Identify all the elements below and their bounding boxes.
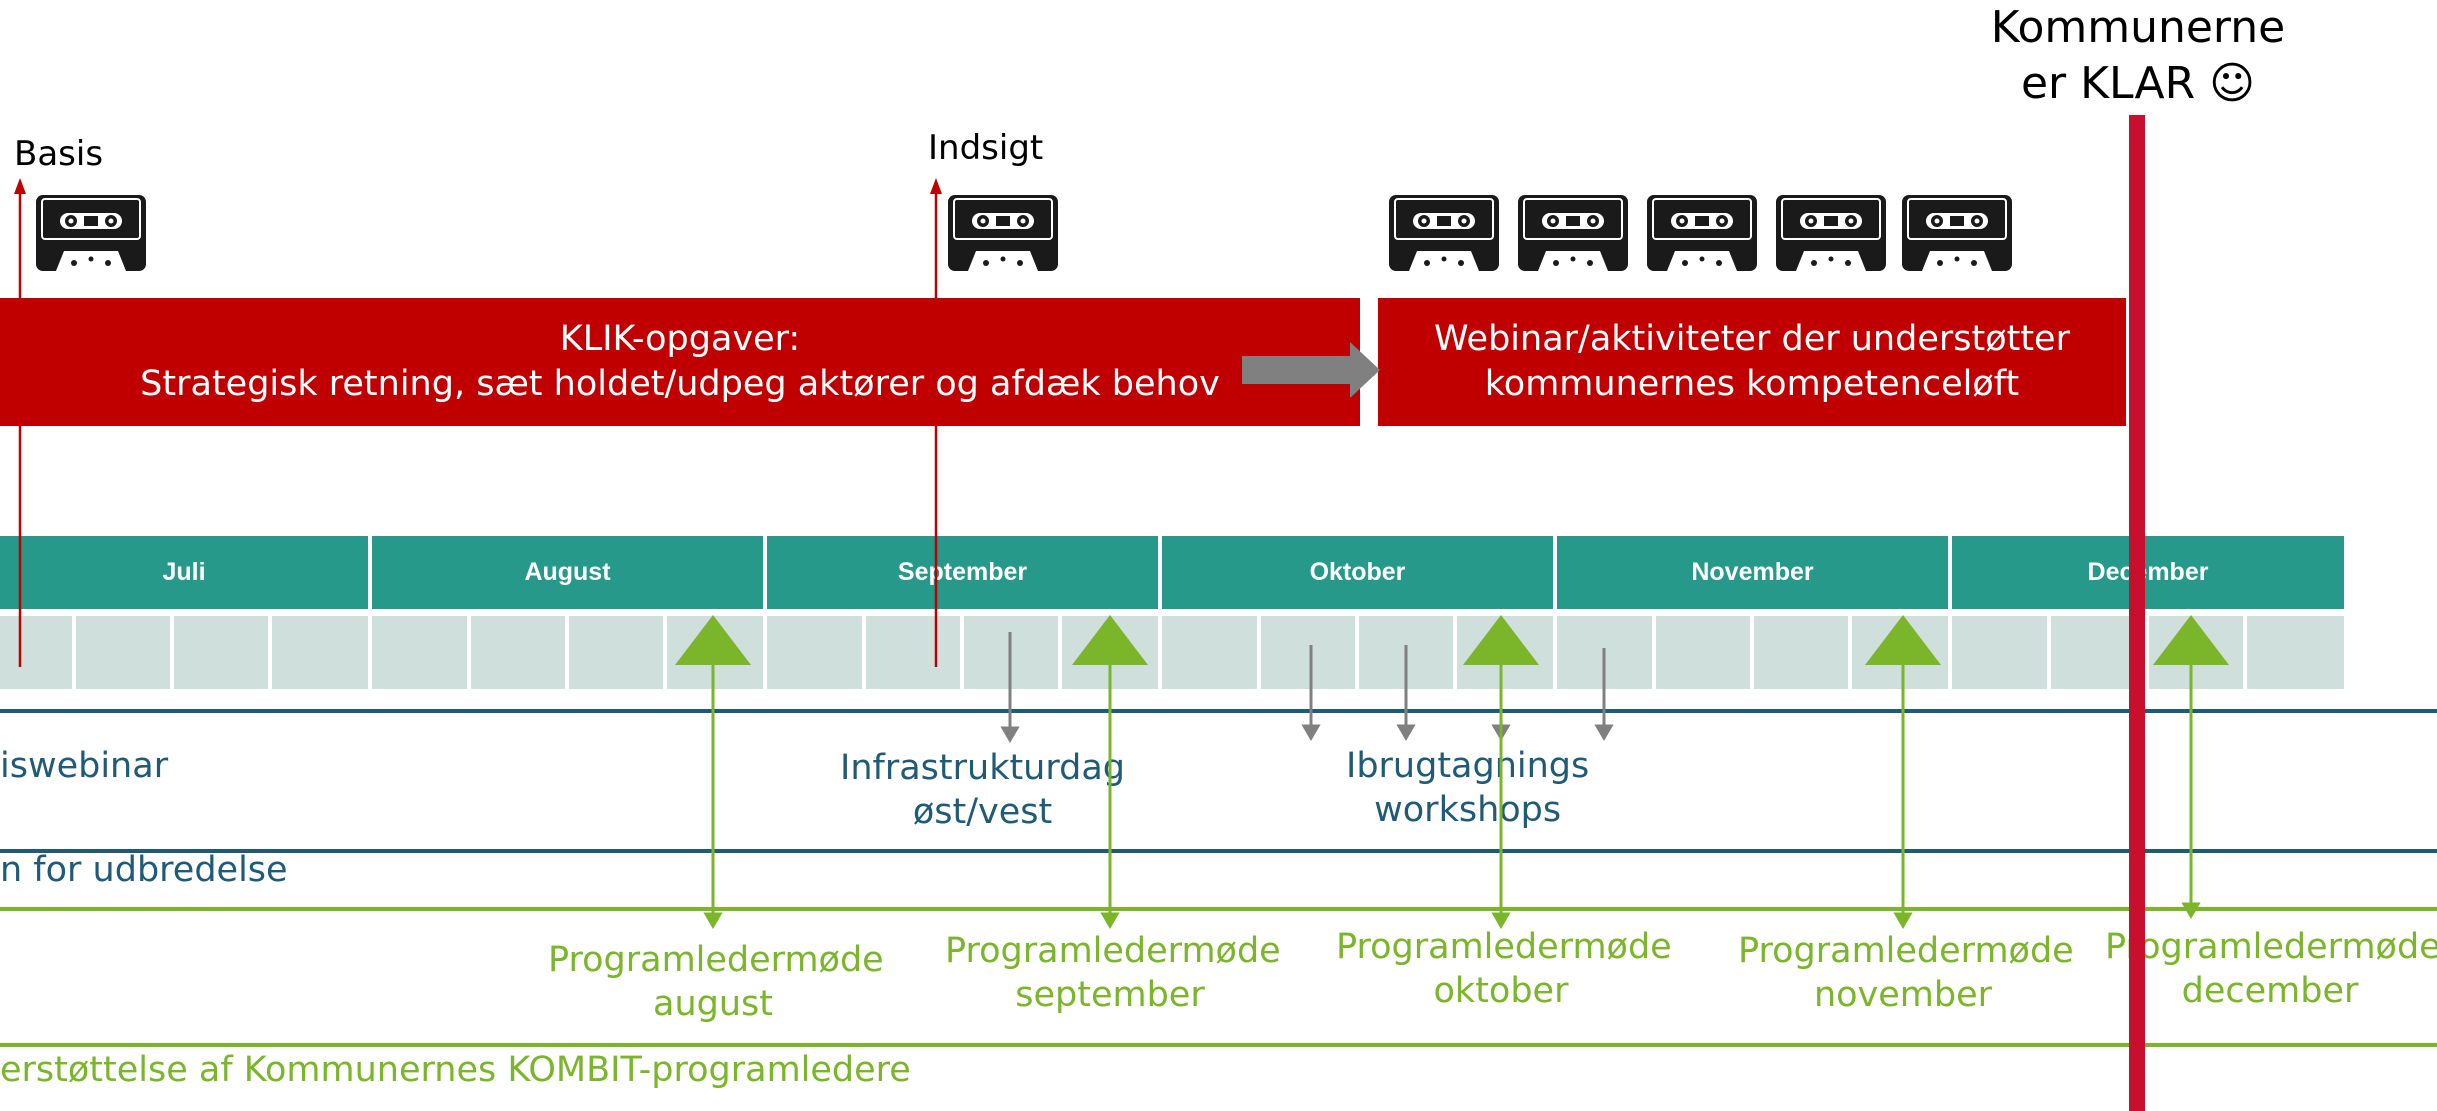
month-december: December bbox=[1952, 536, 2344, 609]
milestone-triangle-icon bbox=[675, 615, 751, 665]
milestone-indsigt-label: Indsigt bbox=[928, 128, 1044, 168]
udbredelse-webinar-label: iswebinar bbox=[0, 746, 169, 786]
milestone-indsigt-arrow bbox=[930, 178, 942, 667]
programleder-connectors bbox=[703, 665, 2201, 929]
arrow-right-icon bbox=[1242, 342, 1380, 398]
milestone-basis-arrow bbox=[14, 178, 26, 667]
klik-line2: Strategisk retning, sæt holdet/udpeg akt… bbox=[140, 364, 1220, 404]
programleder-line-top bbox=[0, 907, 2437, 911]
ibrugtagnings-line1: Ibrugtagnings bbox=[1346, 746, 1590, 786]
month-september: September bbox=[767, 536, 1158, 609]
pm-august-line1: Programledermøde bbox=[548, 940, 884, 980]
milestone-triangle-icon bbox=[1072, 615, 1148, 665]
cassette-icon bbox=[1775, 194, 1887, 272]
webinar-line1: Webinar/aktiviteter der understøtter bbox=[1434, 319, 2070, 359]
infrastrukturdag-line2: øst/vest bbox=[912, 792, 1053, 832]
programledermoede-november: Programledermøde november bbox=[1738, 929, 2074, 1017]
pm-september-line2: september bbox=[1015, 975, 1205, 1015]
cassette-icon bbox=[1901, 194, 2013, 272]
pm-december-line2: december bbox=[2181, 971, 2359, 1011]
programledermoede-september: Programledermøde september bbox=[945, 929, 1281, 1017]
milestone-arrows bbox=[14, 178, 942, 667]
pm-december-line1: Programledermøde bbox=[2105, 927, 2437, 967]
ibrugtagnings-label: Ibrugtagnings workshops bbox=[1346, 744, 1589, 832]
udbredelse-footer: n for udbredelse bbox=[0, 850, 288, 890]
month-juli: Juli bbox=[0, 536, 368, 609]
milestone-basis-label: Basis bbox=[14, 134, 104, 174]
pm-oktober-line2: oktober bbox=[1433, 971, 1569, 1011]
ibrugtagnings-line2: workshops bbox=[1374, 790, 1562, 830]
klik-opgaver-box: KLIK-opgaver: Strategisk retning, sæt ho… bbox=[0, 298, 1360, 426]
milestone-triangle-icon bbox=[1463, 615, 1539, 665]
webinar-aktiviteter-box: Webinar/aktiviteter der understøtter kom… bbox=[1378, 298, 2126, 426]
programledermoede-december: Programledermøde december bbox=[2105, 925, 2437, 1013]
goal-line2: er KLAR ☺ bbox=[2020, 58, 2256, 109]
pm-august-line2: august bbox=[653, 984, 773, 1024]
pm-oktober-line1: Programledermøde bbox=[1336, 927, 1672, 967]
month-oktober: Oktober bbox=[1162, 536, 1553, 609]
cassette-icon bbox=[1517, 194, 1629, 272]
milestone-triangle-icon bbox=[1865, 615, 1941, 665]
stoette-footer: erstøttelse af Kommunernes KOMBIT-progra… bbox=[0, 1050, 911, 1090]
pm-november-line2: november bbox=[1813, 975, 1993, 1015]
webinar-line2: kommunernes kompetenceløft bbox=[1484, 364, 2020, 404]
pm-november-line1: Programledermøde bbox=[1738, 931, 2074, 971]
cassette-icon bbox=[1388, 194, 1500, 272]
infrastrukturdag-label: Infrastrukturdag øst/vest bbox=[840, 746, 1125, 834]
month-august: August bbox=[372, 536, 763, 609]
deadline-bar bbox=[2129, 115, 2145, 1111]
programledermoede-oktober: Programledermøde oktober bbox=[1336, 925, 1672, 1013]
milestone-triangle-icon bbox=[2153, 615, 2229, 665]
klik-line1: KLIK-opgaver: bbox=[559, 319, 801, 359]
goal-label: Kommunerne er KLAR ☺ bbox=[1978, 0, 2298, 112]
cassette-icon bbox=[1646, 194, 1758, 272]
udbredelse-box bbox=[0, 709, 2437, 853]
goal-line1: Kommunerne bbox=[1990, 2, 2286, 53]
pm-september-line1: Programledermøde bbox=[945, 931, 1281, 971]
month-november: November bbox=[1557, 536, 1948, 609]
infrastrukturdag-line1: Infrastrukturdag bbox=[840, 748, 1126, 788]
programledermoede-august: Programledermøde august bbox=[548, 938, 884, 1026]
programleder-line-bottom bbox=[0, 1043, 2437, 1047]
